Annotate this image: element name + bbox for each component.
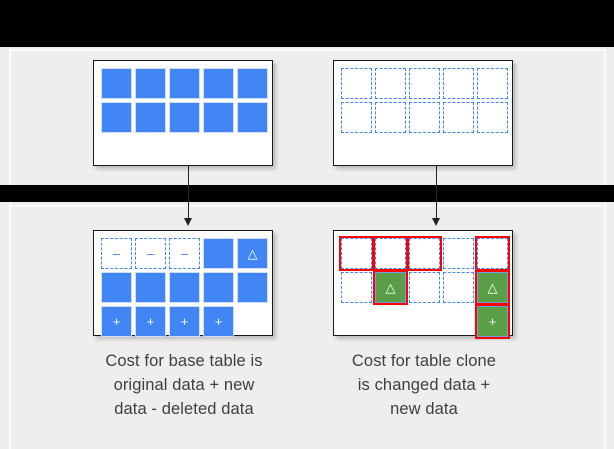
table-cell-green: △ [475, 270, 510, 305]
caption-clone-line-1: Cost for table clone [351, 352, 497, 370]
table-cell-dashed [409, 68, 440, 99]
table-cell-solid [203, 238, 234, 269]
table-cell-dashed: – [101, 238, 132, 269]
table-cell-dashed [375, 68, 406, 99]
table-cell-solid [169, 68, 200, 99]
table-cell-dashed [373, 236, 408, 271]
cell-glyph: + [112, 314, 121, 329]
caption-base-line-2: original data + new [113, 375, 255, 394]
table-cell-dashed [477, 68, 508, 99]
table-cell-solid [203, 272, 234, 303]
table-cell-empty [375, 306, 406, 337]
grid-base-table-original [101, 68, 268, 133]
grid-table-clone-current: △ △ + [339, 236, 510, 339]
table-cell-dashed [443, 238, 474, 269]
table-cell-dashed [443, 102, 474, 133]
table-cell-solid [101, 102, 132, 133]
cell-glyph: – [146, 246, 155, 261]
table-cell-solid [169, 272, 200, 303]
arrow-clone-head-icon [432, 218, 440, 226]
caption-base-line-1: Cost for base table is [105, 352, 263, 370]
table-cell-dashed [341, 102, 372, 133]
cell-glyph: – [180, 246, 189, 261]
table-cell-dashed [443, 68, 474, 99]
caption-clone-line-3: new data [390, 399, 458, 418]
table-cell-solid [237, 272, 268, 303]
caption-clone-line-2: is changed data + [357, 375, 491, 394]
arrow-clone-line [436, 166, 438, 222]
table-cell-solid [237, 68, 268, 99]
table-cell-dashed [409, 272, 440, 303]
table-cell-empty [237, 306, 268, 337]
table-cell-dashed: – [169, 238, 200, 269]
table-cell-solid: + [135, 306, 166, 337]
table-cell-dashed [339, 236, 374, 271]
cell-glyph: △ [487, 280, 498, 295]
frame-line-right-lower [604, 202, 606, 449]
table-cell-dashed [341, 272, 372, 303]
cell-glyph: + [180, 314, 189, 329]
panel-base-table-original [93, 60, 273, 166]
panel-base-table-current: – – – △ + + + + [93, 230, 273, 337]
arrow-base-head-icon [184, 218, 192, 226]
caption-base-line-3: data - deleted data [114, 399, 254, 418]
letterbox-bar-middle [0, 185, 614, 202]
panel-table-clone-current: △ △ + [333, 230, 513, 339]
table-cell-dashed [375, 102, 406, 133]
table-cell-dashed [475, 236, 510, 271]
table-cell-solid [101, 68, 132, 99]
frame-line-right-upper [604, 49, 606, 185]
grid-table-clone-original [341, 68, 508, 133]
table-cell-dashed [477, 102, 508, 133]
cell-glyph: △ [385, 280, 396, 295]
frame-line-left-lower [9, 202, 11, 449]
table-cell-dashed [407, 236, 442, 271]
table-cell-empty [341, 306, 372, 337]
table-cell-empty [443, 306, 474, 337]
table-cell-dashed [341, 68, 372, 99]
table-cell-dashed: – [135, 238, 166, 269]
table-cell-solid [101, 272, 132, 303]
table-cell-solid [203, 102, 234, 133]
table-cell-solid [135, 68, 166, 99]
table-cell-solid: △ [237, 238, 268, 269]
letterbox-bar-top [0, 0, 614, 47]
frame-line-top [9, 49, 605, 51]
panel-table-clone-original [333, 60, 513, 166]
caption-base-table: Cost for base table is original data + n… [82, 350, 286, 422]
table-cell-solid [135, 102, 166, 133]
arrow-base-line [188, 166, 190, 222]
frame-line-left-upper [9, 49, 11, 185]
cell-glyph: – [112, 246, 121, 261]
caption-table-clone: Cost for table clone is changed data + n… [330, 350, 518, 422]
table-cell-solid [135, 272, 166, 303]
cell-glyph: △ [247, 246, 258, 261]
cell-glyph: + [146, 314, 155, 329]
cell-glyph: + [488, 314, 497, 329]
frame-line-middle [9, 205, 605, 207]
table-cell-solid [203, 68, 234, 99]
table-cell-solid: + [101, 306, 132, 337]
table-cell-dashed [443, 272, 474, 303]
table-cell-dashed [409, 102, 440, 133]
table-cell-solid [169, 102, 200, 133]
table-cell-empty [409, 306, 440, 337]
table-cell-solid: + [203, 306, 234, 337]
table-cell-green: + [475, 304, 510, 339]
grid-base-table-current: – – – △ + + + + [101, 238, 268, 337]
table-cell-solid: + [169, 306, 200, 337]
cell-glyph: + [214, 314, 223, 329]
table-cell-solid [237, 102, 268, 133]
table-cell-green: △ [373, 270, 408, 305]
